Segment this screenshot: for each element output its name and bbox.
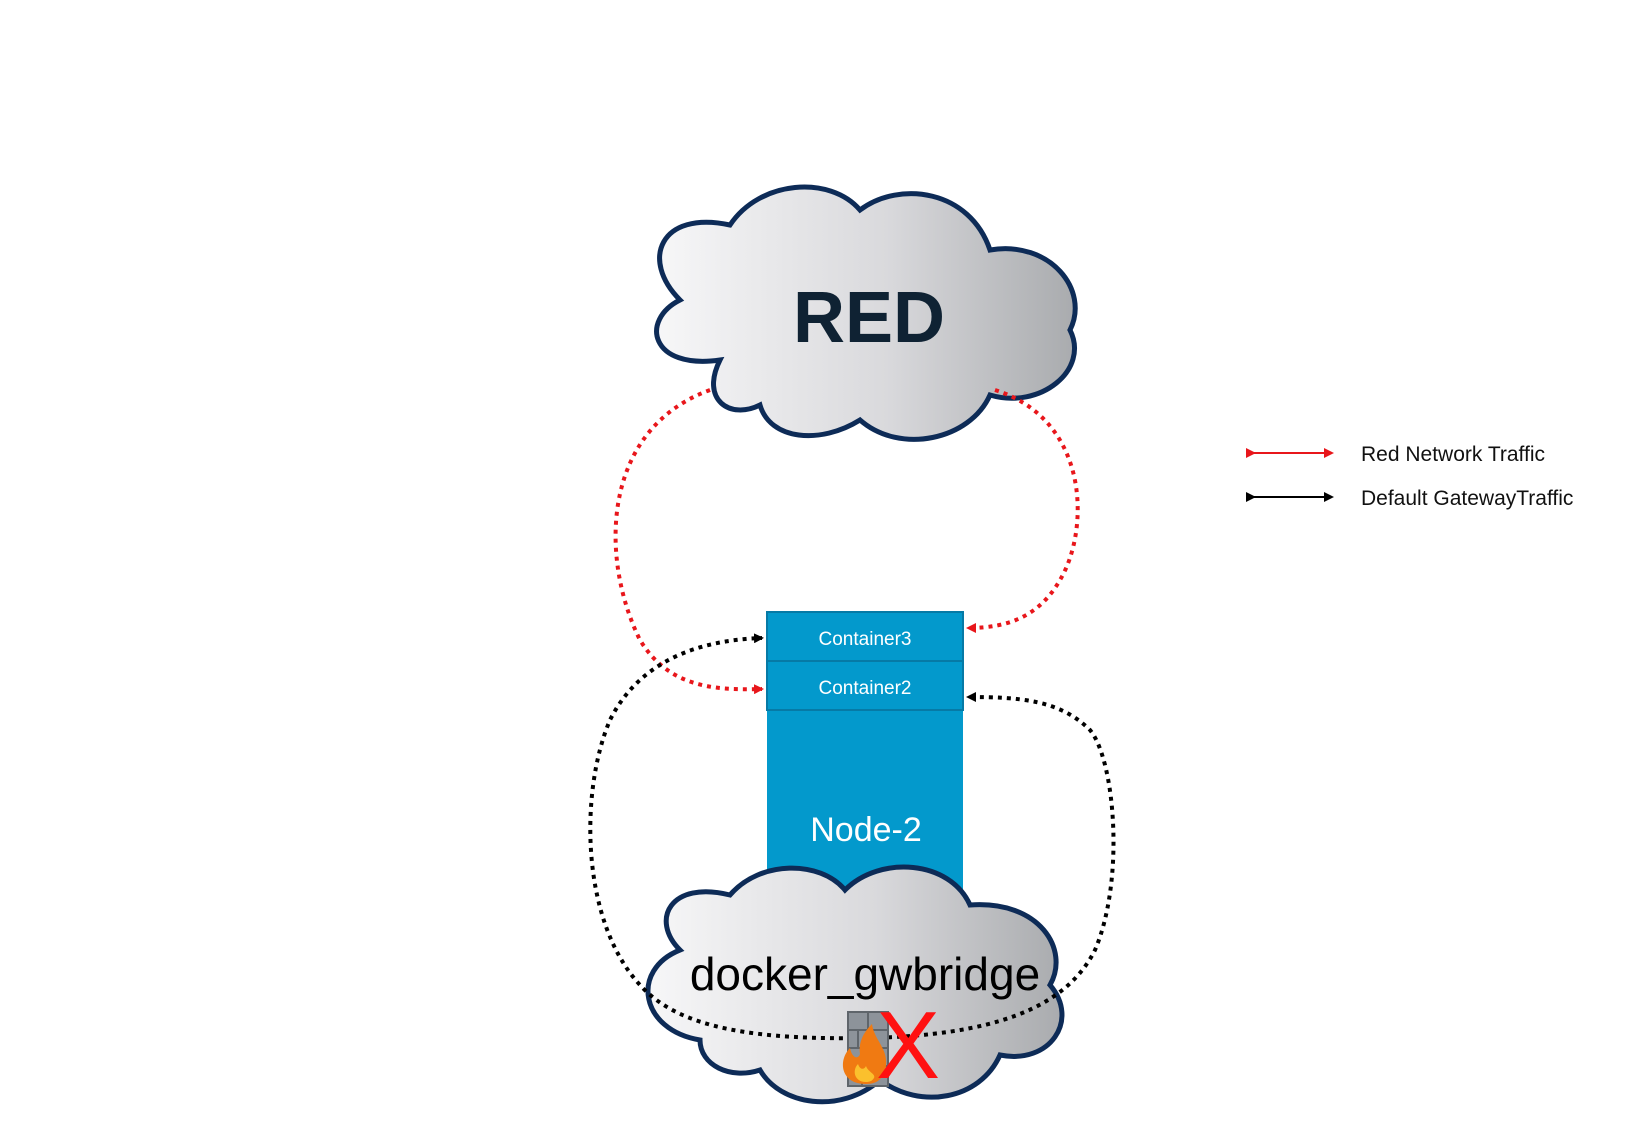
red-traffic-arrow-to-container3: [966, 388, 1080, 633]
red-traffic-paths: [613, 388, 1080, 695]
gateway-traffic-paths: [588, 633, 1116, 1041]
red-traffic-arrow-to-container2: [613, 388, 764, 695]
flame-icon: [842, 1024, 887, 1084]
gateway-traffic-arrow-to-container2: [869, 692, 1116, 1040]
legend-item-gateway-traffic: Default GatewayTraffic: [1246, 487, 1573, 510]
red-cloud-label: RED: [793, 278, 945, 358]
gwbridge-cloud-label: docker_gwbridge: [690, 948, 1040, 1000]
legend: Red Network Traffic Default GatewayTraff…: [1246, 443, 1573, 510]
container3-label: Container3: [819, 629, 912, 650]
blocked-x-mark: X: [876, 992, 940, 1099]
container3-box: [766, 611, 964, 662]
red-network-cloud: RED: [654, 184, 1078, 442]
legend-label-red-traffic: Red Network Traffic: [1361, 443, 1545, 466]
firewall-icon: X: [842, 992, 940, 1099]
container2-label: Container2: [819, 678, 912, 699]
container2-box: [766, 660, 964, 711]
legend-label-gateway-traffic: Default GatewayTraffic: [1361, 487, 1573, 510]
legend-item-red-traffic: Red Network Traffic: [1246, 443, 1545, 466]
docker-gwbridge-cloud: docker_gwbridge: [645, 864, 1065, 1105]
node-label: Node-2: [810, 811, 922, 849]
